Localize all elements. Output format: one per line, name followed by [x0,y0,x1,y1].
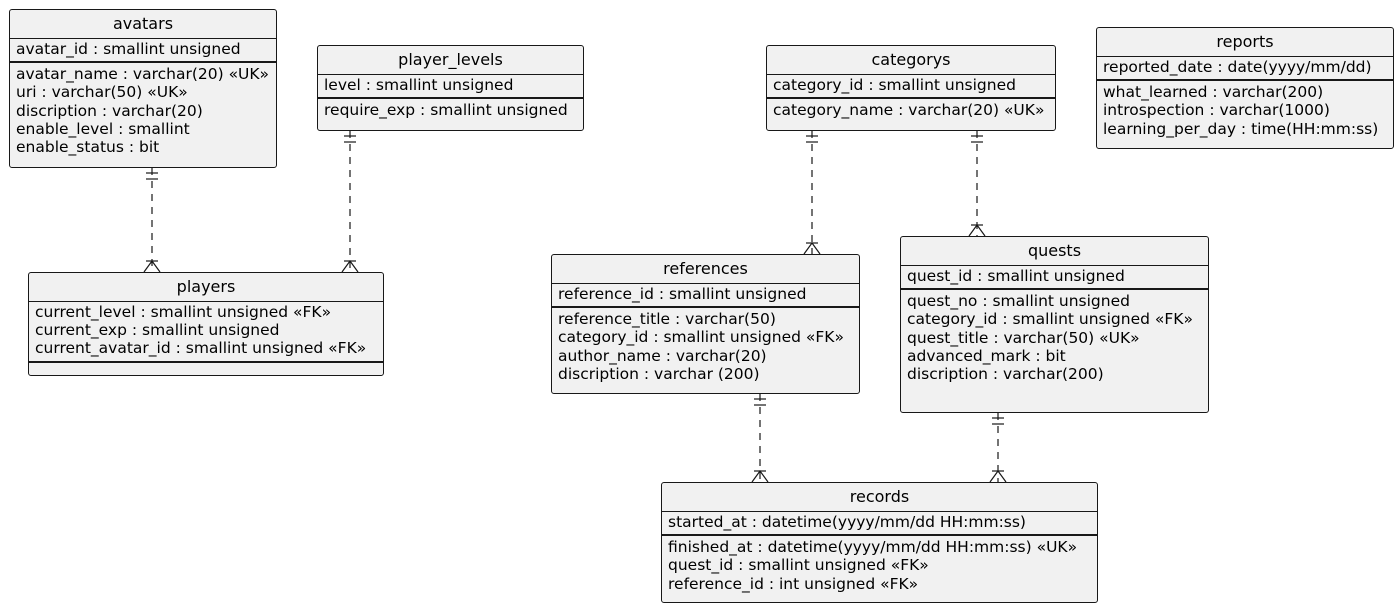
attribute-field: avatar_name : varchar(20) «UK» [16,65,270,84]
key-field: current_level : smallint unsigned «FK» [35,303,332,321]
primary-key-section: reference_id : smallint unsigned [552,284,859,309]
entity-title: avatars [10,10,276,39]
key-field: reported_date : date(yyyy/mm/dd) [1103,58,1372,76]
entity-title: categorys [767,46,1055,75]
attribute-section: require_exp : smallint unsigned [318,99,583,121]
key-field: quest_id : smallint unsigned [907,267,1125,285]
key-field: avatar_id : smallint unsigned [16,40,241,58]
key-field: started_at : datetime(yyyy/mm/dd HH:mm:s… [668,513,1026,531]
attribute-field: finished_at : datetime(yyyy/mm/dd HH:mm:… [668,538,1078,557]
entity-title: references [552,255,859,284]
relation-player-levels-players [341,131,359,273]
attribute-field: introspection : varchar(1000) [1103,101,1330,120]
attribute-field: enable_level : smallint [16,119,190,138]
relation-references-records [751,394,769,483]
primary-key-section: level : smallint unsigned [318,75,583,100]
primary-key-section: avatar_id : smallint unsigned [10,39,276,64]
entity-title: reports [1097,28,1393,57]
key-field: level : smallint unsigned [324,76,514,94]
entity-title: records [662,483,1097,512]
attribute-field: reference_id : int unsigned «FK» [668,574,919,593]
attribute-section: category_name : varchar(20) «UK» [767,99,1055,121]
attribute-field: require_exp : smallint unsigned [324,101,568,120]
attribute-section [29,363,383,367]
attribute-field: discription : varchar(20) [16,101,203,120]
attribute-field: category_name : varchar(20) «UK» [773,101,1045,120]
primary-key-section: reported_date : date(yyyy/mm/dd) [1097,57,1393,82]
relation-quests-records [989,413,1007,483]
attribute-field [907,383,1202,401]
attribute-field: quest_id : smallint unsigned «FK» [668,556,929,575]
attribute-field: author_name : varchar(20) [558,346,767,365]
attribute-field: enable_status : bit [16,138,160,157]
attribute-section: finished_at : datetime(yyyy/mm/dd HH:mm:… [662,536,1097,595]
primary-key-section: started_at : datetime(yyyy/mm/dd HH:mm:s… [662,512,1097,537]
entity-title: player_levels [318,46,583,75]
attribute-field: uri : varchar(50) «UK» [16,83,188,102]
attribute-field: discription : varchar (200) [558,364,760,383]
relation-avatars-players [143,168,161,273]
attribute-section: reference_title : varchar(50)category_id… [552,308,859,385]
primary-key-section: current_level : smallint unsigned «FK»cu… [29,302,383,363]
key-field: current_avatar_id : smallint unsigned «F… [35,339,367,358]
relation-categorys-references [803,131,821,255]
entity-title: quests [901,237,1208,266]
attribute-field: advanced_mark : bit [907,346,1066,365]
attribute-field: reference_title : varchar(50) [558,310,776,329]
attribute-field: category_id : smallint unsigned «FK» [558,328,844,347]
attribute-field: quest_title : varchar(50) «UK» [907,328,1140,347]
attribute-field: category_id : smallint unsigned «FK» [907,310,1193,329]
attribute-field: quest_no : smallint unsigned [907,292,1130,311]
attribute-field: learning_per_day : time(HH:mm:ss) [1103,119,1379,138]
attribute-field: discription : varchar(200) [907,365,1104,384]
primary-key-section: category_id : smallint unsigned [767,75,1055,100]
primary-key-section: quest_id : smallint unsigned [901,266,1208,291]
key-field: category_id : smallint unsigned [773,76,1016,94]
relation-categorys-quests [968,131,986,237]
attribute-field: what_learned : varchar(200) [1103,83,1324,102]
key-field: current_exp : smallint unsigned [35,321,280,340]
attribute-section: what_learned : varchar(200)introspection… [1097,81,1393,140]
attribute-section: avatar_name : varchar(20) «UK»uri : varc… [10,63,276,158]
key-field: reference_id : smallint unsigned [558,285,807,303]
entity-title: players [29,273,383,302]
